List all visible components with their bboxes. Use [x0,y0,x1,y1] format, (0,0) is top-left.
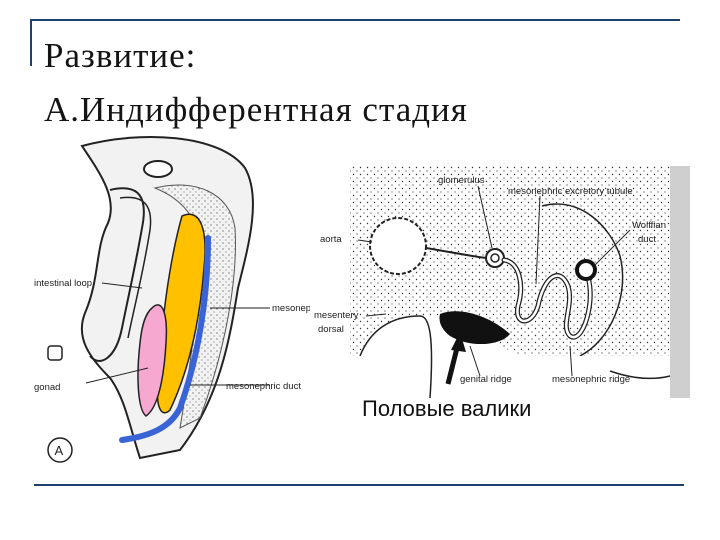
cross-section-figure: glomerulus mesonephric excretory tubule … [314,166,690,398]
genital-ridge [439,311,510,345]
top-rule [30,19,680,21]
mesonephros [156,213,206,414]
mesentery [359,315,433,398]
wolffian-duct [575,259,597,281]
label-excretory-tubule: mesonephric excretory tubule [508,186,633,197]
neural-tube [143,160,173,178]
embryo-longitudinal-figure: intestinal loop mesonephros gonad mesone… [34,135,310,463]
tube-opening [47,345,63,361]
bottom-rule [34,484,684,486]
stippled-tissue [350,166,670,379]
panel-label: A [55,443,64,458]
label-wolffian: Wolffian [632,220,666,231]
label-aorta: aorta [320,234,342,245]
label-mesonephric-duct: mesonephric duct [226,381,301,392]
label-glomerulus: glomerulus [438,175,485,186]
intestinal-loop [89,187,145,362]
label-mesonephric-ridge: mesonephric ridge [552,374,630,385]
label-mesonephros: mesonephros [272,303,310,314]
scan-edge [670,166,690,398]
figure-caption: Половые валики [362,396,532,421]
label-duct: duct [638,234,656,245]
slide-title-line-1: Развитие: [44,36,197,75]
mesonephric-duct [119,235,211,443]
label-intestinal-loop: intestinal loop [34,278,92,289]
gonad [137,304,168,417]
label-dorsal: dorsal [318,324,344,335]
left-rule [30,20,32,66]
panel-label-circle [47,437,73,463]
label-mesentery: mesentery [314,310,359,321]
slide-title-line-2: А.Индифферентная стадия [44,90,468,129]
label-genital-ridge: genital ridge [460,374,512,385]
label-gonad: gonad [34,382,60,393]
glomerulus [485,248,505,268]
aorta [369,217,427,275]
